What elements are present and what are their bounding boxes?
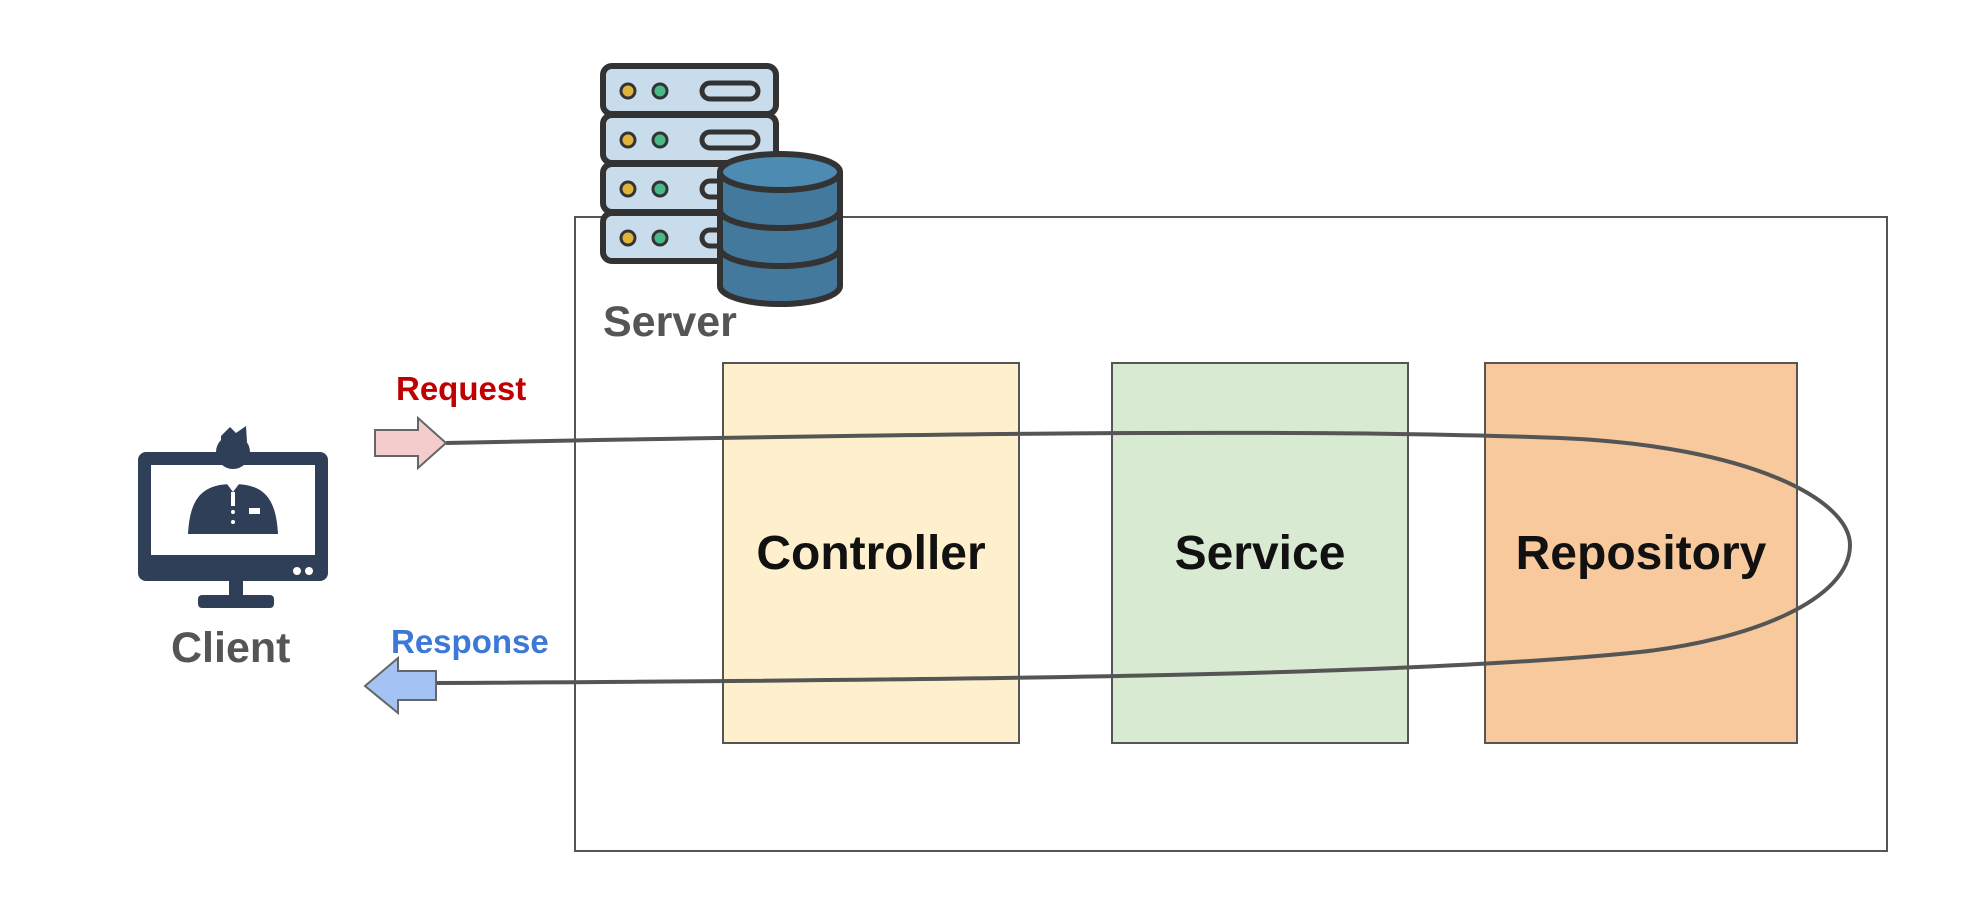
client-monitor-icon: [138, 426, 328, 608]
service-layer: Service: [1111, 362, 1409, 744]
service-label: Service: [1174, 526, 1346, 580]
repository-layer: Repository: [1484, 362, 1798, 744]
server-boundary: [574, 216, 1888, 852]
response-label: Response: [391, 623, 549, 660]
client-label: Client: [171, 624, 291, 672]
repository-label: Repository: [1515, 526, 1767, 580]
database-icon: [717, 151, 843, 307]
request-arrow-icon: [374, 415, 448, 471]
server-label: Server: [603, 298, 737, 346]
controller-label: Controller: [756, 526, 986, 580]
request-label: Request: [396, 370, 527, 407]
request-response-flow-line: [435, 430, 1853, 685]
response-arrow-icon: [363, 655, 437, 716]
